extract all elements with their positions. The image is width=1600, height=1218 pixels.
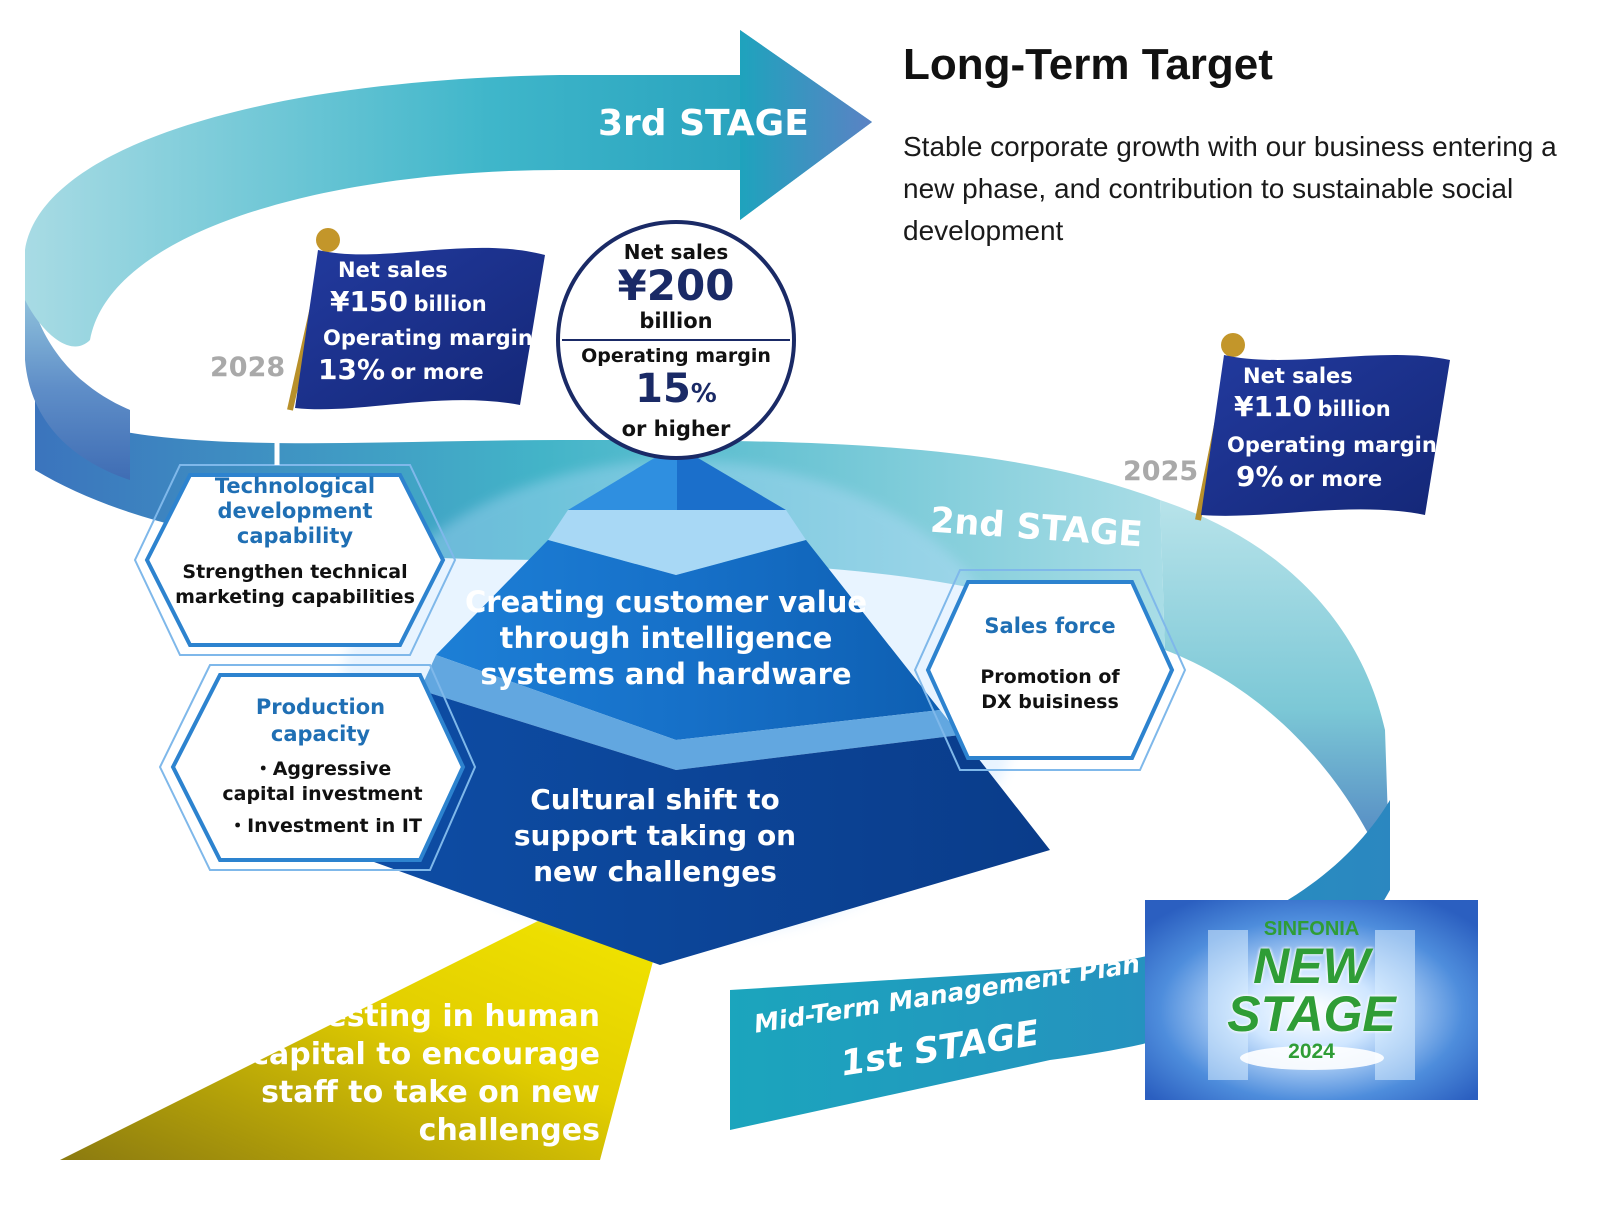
target-margin-suffix: or higher <box>621 417 731 441</box>
flag-2025-margin-value: 9% <box>1236 460 1284 493</box>
long-term-target-title: Long-Term Target <box>903 40 1273 89</box>
year-2028-label: 2028 <box>210 352 286 383</box>
flag-2028-margin-suffix: or more <box>390 360 484 384</box>
pyramid-middle-tier <box>436 540 940 740</box>
target-circle-text: Net sales ¥200 billion Operating margin … <box>560 240 792 440</box>
flag-2025-net-sales-unit: billion <box>1317 397 1391 421</box>
ribbon-left-band <box>25 250 130 480</box>
pyramid <box>285 445 1050 965</box>
hex-tech-heading: Technological development capability <box>214 474 376 548</box>
target-net-sales-label: Net sales <box>623 240 729 264</box>
investing-in-human-capital-text: Investing in human capital to encourage … <box>251 999 600 1148</box>
logo-stage: STAGE <box>1227 986 1396 1042</box>
flag-2025-margin: 9% or more <box>1236 460 1382 493</box>
ribbon-bottom-band <box>730 800 1390 1130</box>
flag-2028-margin-value: 13% <box>318 353 386 386</box>
flag-2028-margin: 13% or more <box>318 353 484 386</box>
ribbon-top-band <box>25 30 872 347</box>
flag-2025-net-sales-value: ¥110 <box>1234 390 1312 423</box>
pyramid-band-2 <box>420 655 960 770</box>
hex-technology <box>133 410 457 656</box>
target-margin-percent: % <box>690 379 717 409</box>
hex-production-item-1: ・Aggressive capital investment <box>222 758 423 805</box>
hex-production-item-2: ・Investment in IT <box>228 815 422 837</box>
flag-2025-net-sales: ¥110 billion <box>1234 390 1391 423</box>
pyramid-band-1 <box>548 510 806 575</box>
flag-2028 <box>287 228 545 411</box>
flag-2028-net-sales: ¥150 billion <box>330 285 487 318</box>
flag-2025-net-sales-label: Net sales <box>1243 364 1353 388</box>
pyramid-bottom-text: Cultural shift to support taking on new … <box>513 783 797 888</box>
hex-sales <box>913 569 1187 771</box>
pyramid-middle-text: Creating customer value through intellig… <box>464 585 868 691</box>
flag-2028-net-sales-label: Net sales <box>338 258 448 282</box>
target-net-sales-unit: billion <box>639 309 713 333</box>
target-margin-figure: 15% <box>560 368 792 418</box>
ribbon-right-band <box>1160 500 1390 880</box>
hex-production-heading: Production capacity <box>255 695 386 746</box>
target-margin-value: 15 <box>635 366 691 412</box>
flag-2025-margin-suffix: or more <box>1289 467 1383 491</box>
investing-arrow <box>60 890 685 1160</box>
flag-2025-margin-label: Operating margin <box>1227 433 1437 457</box>
hex-production <box>158 664 477 871</box>
sinfonia-logo-image <box>1145 900 1478 1100</box>
logo-brand: SINFONIA <box>1263 918 1360 940</box>
pyramid-top-tier <box>568 445 786 510</box>
flag-2028-net-sales-value: ¥150 <box>330 285 408 318</box>
flag-2025 <box>1195 333 1450 521</box>
ribbon-arrowhead <box>740 30 872 220</box>
logo-year: 2024 <box>1288 1040 1335 1063</box>
flag-2028-net-sales-unit: billion <box>413 292 487 316</box>
pyramid-bottom-tier <box>285 690 1050 965</box>
year-2025-label: 2025 <box>1123 456 1199 487</box>
target-circle <box>556 220 796 460</box>
third-stage-label: 3rd STAGE <box>598 103 809 144</box>
target-net-sales-value: ¥200 <box>617 261 735 310</box>
hex-tech-body: Strengthen technical marketing capabilit… <box>175 561 415 608</box>
long-term-target-description: Stable corporate growth with our busines… <box>903 131 1557 246</box>
logo-new: NEW <box>1253 938 1370 994</box>
target-margin-label: Operating margin <box>581 345 771 367</box>
hex-sales-heading: Sales force <box>984 614 1116 638</box>
hex-sales-body: Promotion of DX buisiness <box>980 666 1120 713</box>
flag-2028-margin-label: Operating margin <box>323 326 533 350</box>
